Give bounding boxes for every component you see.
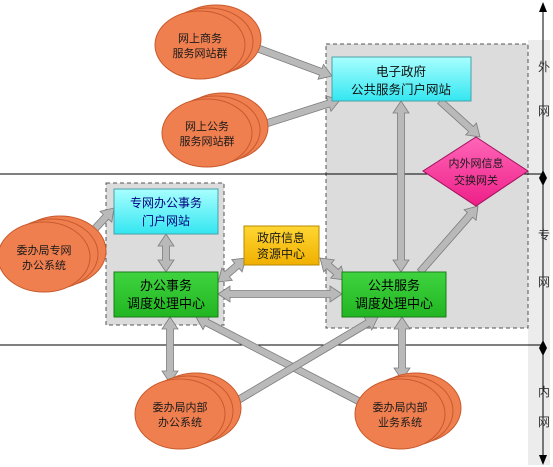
arrow-public-dispatch-to-gateway <box>416 205 479 275</box>
zone-private-char-1: 专 <box>538 227 550 242</box>
private-office-portal-line-2: 门户网站 <box>142 213 190 228</box>
private-office-portal-line-1: 专网办公事务 <box>130 195 202 210</box>
cluster-label-line: 服务网站群 <box>173 46 228 60</box>
connector-layer <box>76 40 481 414</box>
cluster-label-line: 委办局专网 <box>17 243 72 257</box>
arrow-public-dispatch-to-internal-business <box>393 316 411 381</box>
public-dispatch-node[interactable]: 公共服务 调度处理中心 <box>341 271 447 318</box>
cluster-label-line: 办公系统 <box>158 416 202 429</box>
cluster-ellipse <box>161 98 253 168</box>
cluster-label-line: 网上商务 <box>178 31 222 45</box>
zone-outer-char-1: 外 <box>538 60 550 74</box>
exchange-gateway-line-1: 内外网信息 <box>449 156 504 170</box>
arrow-portal-to-gateway <box>437 97 481 138</box>
zone-axis-bottom-arrow <box>539 455 547 465</box>
arrow-office-dispatch-to-internal-office <box>161 316 179 384</box>
public-dispatch-line-2: 调度处理中心 <box>355 296 433 312</box>
zone-axis-marker-upper <box>539 170 547 186</box>
egov-portal-node[interactable]: 电子政府 公共服务门户网站 <box>331 56 472 102</box>
cluster-ellipse <box>354 378 446 450</box>
cluster-label-line: 网上公务 <box>185 120 229 133</box>
cluster-label-line: 委办局内部 <box>153 400 208 414</box>
gov-info-center-node[interactable]: 政府信息 资源中心 <box>243 225 320 266</box>
egov-portal-line-1: 电子政府 <box>376 64 426 79</box>
gov-info-center-line-1: 政府信息 <box>257 230 305 245</box>
gov-info-center-line-2: 资源中心 <box>257 246 305 261</box>
office-dispatch-node[interactable]: 办公事务 调度处理中心 <box>113 271 219 318</box>
cluster-layer: 网上商务服务网站群网上公务服务网站群委办局专网办公系统委办局内部办公系统委办局内… <box>0 4 462 450</box>
egov-portal-line-2: 公共服务门户网站 <box>351 82 451 97</box>
cluster-ellipse <box>134 378 226 450</box>
exchange-gateway-line-2: 交换网关 <box>454 173 498 187</box>
zone-outer-char-2: 网 <box>538 104 550 118</box>
arrow-office-to-public-dispatch <box>217 285 343 303</box>
cluster-label-line: 业务系统 <box>378 416 422 429</box>
cluster-ellipse <box>0 221 91 293</box>
zone-panel <box>528 40 550 465</box>
office-dispatch-line-1: 办公事务 <box>140 278 192 294</box>
private-office-portal-node[interactable]: 专网办公事务 门户网站 <box>113 188 219 235</box>
zone-inner-char-2: 网 <box>538 415 550 429</box>
public-dispatch-line-1: 公共服务 <box>368 278 420 294</box>
cluster-label-line: 委办局内部 <box>373 400 428 414</box>
office-dispatch-line-2: 调度处理中心 <box>127 296 205 312</box>
exchange-gateway-node[interactable]: 内外网信息 交换网关 <box>422 136 529 207</box>
zone-inner-char-1: 内 <box>538 385 550 399</box>
zone-axis-top-arrow <box>539 2 547 12</box>
zone-private-char-2: 网 <box>538 275 550 289</box>
cluster-ellipse <box>154 10 246 80</box>
zone-axis-marker-lower <box>539 340 547 356</box>
cluster-label-line: 办公系统 <box>22 259 66 272</box>
cluster-label-line: 服务网站群 <box>180 134 235 148</box>
